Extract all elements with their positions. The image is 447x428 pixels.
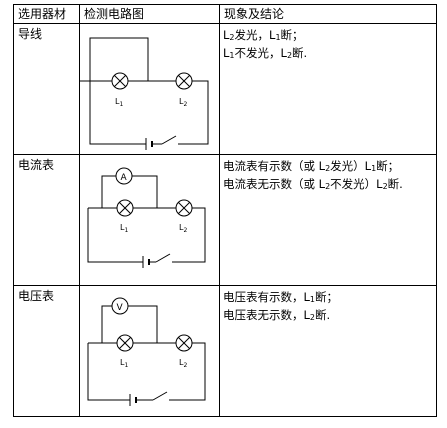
lamp1-label: L1 (120, 223, 128, 234)
lamp-icon (175, 199, 193, 217)
device-cell: 导线 (13, 23, 80, 155)
conclusion-line: 电流表有示数（或 L2发光）L1断； (223, 159, 400, 173)
battery-icon (145, 138, 153, 150)
ammeter-symbol: A (121, 173, 128, 183)
header-device-label: 选用器材 (18, 7, 67, 21)
conclusion-cell: 电流表有示数（或 L2发光）L1断； 电流表无示数（或 L2不发光）L2断. (219, 154, 437, 286)
ammeter-icon (115, 167, 133, 185)
battery-icon (142, 256, 150, 268)
device-cell: 电压表 (13, 285, 80, 417)
main-circuit (89, 80, 209, 145)
detection-table: 选用器材 检测电路图 现象及结论 导线 (13, 4, 437, 417)
lamp-icon (116, 199, 134, 217)
conclusion-cell: 电压表有示数，L1断； 电压表无示数，L2断. (219, 285, 437, 417)
conclusion-line: 电压表有示数，L1断； (223, 290, 338, 304)
conclusion-cell: L2发光，L1断； L1不发光，L2断. (219, 23, 437, 155)
table-row: 电压表 V (13, 285, 437, 417)
test-wire (89, 37, 149, 81)
lamp2-label: L2 (179, 223, 187, 234)
header-conclusion: 现象及结论 (219, 4, 437, 24)
circuit-cell: L1 L2 (79, 23, 220, 155)
lamp-icon (111, 72, 129, 90)
header-conclusion-label: 现象及结论 (224, 7, 285, 21)
lamp-icon (175, 334, 193, 352)
table-row: 电流表 A (13, 154, 437, 286)
voltmeter-symbol: V (117, 303, 124, 313)
conclusion-line: L1不发光，L2断. (223, 46, 308, 60)
lamp2-label: L2 (179, 97, 187, 108)
device-name: 电压表 (18, 289, 55, 303)
table-row: 导线 (13, 23, 437, 155)
header-device: 选用器材 (13, 4, 80, 24)
lamp1-label: L1 (115, 97, 123, 108)
conclusion-line: 电流表无示数（或 L2不发光）L2断. (223, 177, 403, 191)
conclusion-line: 电压表无示数，L2断. (223, 308, 331, 322)
battery-icon (129, 394, 137, 406)
header-circuit-label: 检测电路图 (84, 7, 145, 21)
header-circuit: 检测电路图 (79, 4, 220, 24)
lamp1-label: L1 (120, 358, 128, 369)
lamp-icon (175, 72, 193, 90)
header-row: 选用器材 检测电路图 现象及结论 (13, 4, 437, 24)
device-name: 电流表 (18, 158, 55, 172)
circuit-diagram-ammeter: A L1 L2 (87, 167, 206, 268)
voltmeter-icon (111, 297, 129, 315)
circuit-diagram-voltmeter: V L1 L2 (87, 297, 206, 406)
circuit-diagram-wire: L1 L2 (80, 37, 209, 150)
circuit-cell: V L1 L2 (79, 285, 220, 417)
device-name: 导线 (18, 27, 43, 41)
lamp-icon (116, 334, 134, 352)
conclusion-line: L2发光，L1断； (223, 28, 304, 42)
device-cell: 电流表 (13, 154, 80, 286)
lamp2-label: L2 (179, 358, 187, 369)
circuit-cell: A L1 L2 (79, 154, 220, 286)
